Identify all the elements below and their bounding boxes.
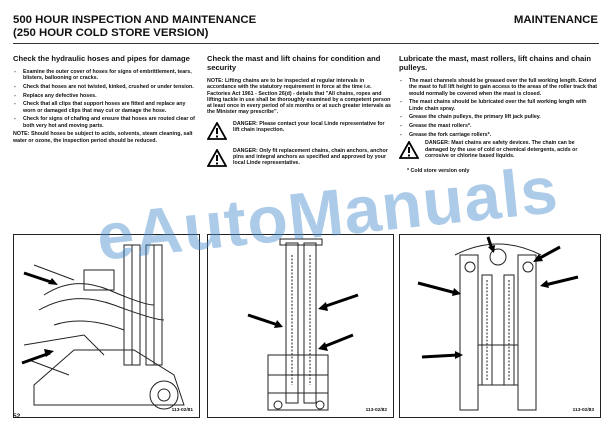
rollers-illustration — [417, 236, 579, 411]
danger-text-3: DANGER: Mast chains are safety devices. … — [425, 140, 578, 159]
lubrication-section: Lubricate the mast, mast rollers, lift c… — [399, 54, 599, 174]
hoses-note: NOTE: Should hoses be subject to acids, … — [13, 131, 193, 144]
hoses-list: Examine the outer cover of hoses for sig… — [13, 69, 198, 129]
danger-notice-3: DANGER: Mast chains are safety devices. … — [399, 140, 599, 162]
page-number: 52 — [13, 413, 21, 420]
lubrication-heading: Lubricate the mast, mast rollers, lift c… — [399, 54, 592, 72]
section-label: MAINTENANCE — [513, 14, 598, 26]
list-item: Check for signs of chafing and ensure th… — [13, 116, 198, 129]
chains-note: NOTE: Lifting chains are to be inspected… — [207, 78, 391, 116]
hoses-heading: Check the hydraulic hoses and pipes for … — [13, 54, 190, 63]
mast-illustration — [247, 238, 359, 411]
header-divider — [13, 43, 599, 44]
list-item: Grease the fork carriage rollers*. — [399, 132, 599, 139]
list-item: Check that hoses are not twisted, kinked… — [13, 84, 198, 91]
danger-notice-2: DANGER: Only fit replacement chains, cha… — [207, 148, 392, 170]
arrow-icon — [23, 271, 55, 285]
list-item: The mast chains should be lubricated ove… — [399, 99, 599, 112]
hoses-section: Check the hydraulic hoses and pipes for … — [13, 54, 198, 149]
list-item: Check that all clips that support hoses … — [13, 101, 198, 114]
lubrication-list: The mast channels should be greased over… — [399, 78, 599, 138]
chains-section: Check the mast and lift chains for condi… — [207, 54, 392, 175]
cold-store-footnote: * Cold store version only — [407, 168, 470, 175]
danger-text-1: DANGER: Please contact your local Linde … — [233, 120, 385, 134]
figure-mast-rollers: 113-02/83 — [399, 234, 601, 418]
warning-icon — [207, 121, 227, 140]
list-item: Replace any defective hoses. — [13, 93, 198, 100]
figure-code: 113-02/82 — [365, 408, 387, 413]
warning-icon — [399, 141, 419, 160]
hoses-illustration — [21, 244, 185, 410]
danger-text-2: DANGER: Only fit replacement chains, cha… — [233, 147, 388, 167]
list-item: Grease the chain pulleys, the primary li… — [399, 114, 599, 121]
danger-notice-1: DANGER: Please contact your local Linde … — [207, 121, 392, 143]
list-item: Grease the mast rollers*. — [399, 123, 599, 130]
warning-icon — [207, 148, 227, 167]
figure-mast-chains: 113-02/82 — [207, 234, 394, 418]
list-item: Examine the outer cover of hoses for sig… — [13, 69, 198, 82]
page-title: 500 HOUR INSPECTION AND MAINTENANCE (250… — [13, 14, 256, 40]
title-line-1: 500 HOUR INSPECTION AND MAINTENANCE — [13, 14, 257, 26]
title-line-2: (250 HOUR COLD STORE VERSION) — [13, 27, 209, 39]
list-item: The mast channels should be greased over… — [399, 78, 599, 97]
chains-heading: Check the mast and lift chains for condi… — [207, 54, 381, 72]
figure-hydraulic-hoses: 113-02/81 — [13, 234, 200, 418]
figure-code: 113-02/81 — [171, 408, 193, 413]
figure-code: 113-02/83 — [572, 408, 594, 413]
